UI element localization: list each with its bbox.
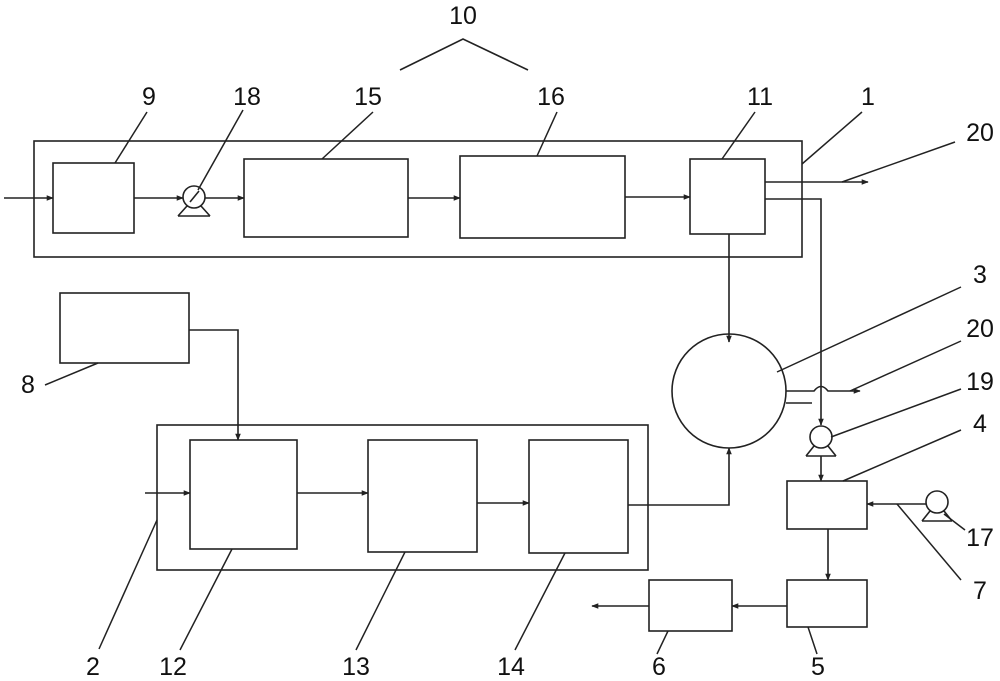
- label-5: 5: [811, 653, 825, 681]
- label-3: 3: [973, 261, 987, 289]
- unit-5: [786, 579, 868, 628]
- vessel-3: [671, 333, 787, 449]
- label-2: 2: [86, 653, 100, 681]
- upper-system-frame-1: [33, 140, 803, 258]
- label-10: 10: [449, 2, 477, 30]
- label-1: 1: [861, 83, 875, 111]
- label-19: 19: [966, 368, 994, 396]
- unit-12: [189, 439, 298, 550]
- label-16: 16: [537, 83, 565, 111]
- label-8: 8: [21, 371, 35, 399]
- label-20-lower: 20: [966, 315, 994, 343]
- lower-system-frame-2: [156, 424, 649, 571]
- outlet-20-lower: [786, 385, 861, 394]
- label-14: 14: [497, 653, 525, 681]
- label-11: 11: [747, 83, 773, 111]
- label-12: 12: [159, 653, 187, 681]
- unit-4: [786, 480, 868, 530]
- label-4: 4: [973, 410, 987, 438]
- unit-8: [59, 292, 190, 364]
- label-13: 13: [342, 653, 370, 681]
- label-15: 15: [354, 83, 382, 111]
- label-9: 9: [142, 83, 156, 111]
- flow-14-to-3: [628, 447, 732, 506]
- bracket-10: [399, 38, 529, 71]
- unit-14: [528, 439, 629, 554]
- pump-19-icon: [805, 425, 837, 457]
- unit-6: [648, 579, 733, 632]
- unit-13: [367, 439, 478, 553]
- label-6: 6: [652, 653, 666, 681]
- label-17: 17: [966, 524, 994, 552]
- flow-11-to-19: [765, 198, 824, 426]
- unit-16: [459, 155, 626, 239]
- label-7: 7: [973, 577, 987, 605]
- unit-15: [243, 158, 409, 238]
- leader-lines: [44, 109, 966, 655]
- flow-8-to-12: [189, 329, 241, 441]
- label-18: 18: [233, 83, 261, 111]
- unit-9: [52, 162, 135, 234]
- label-20-upper: 20: [966, 119, 994, 147]
- unit-11: [689, 158, 766, 235]
- pump-18-icon: [177, 185, 211, 217]
